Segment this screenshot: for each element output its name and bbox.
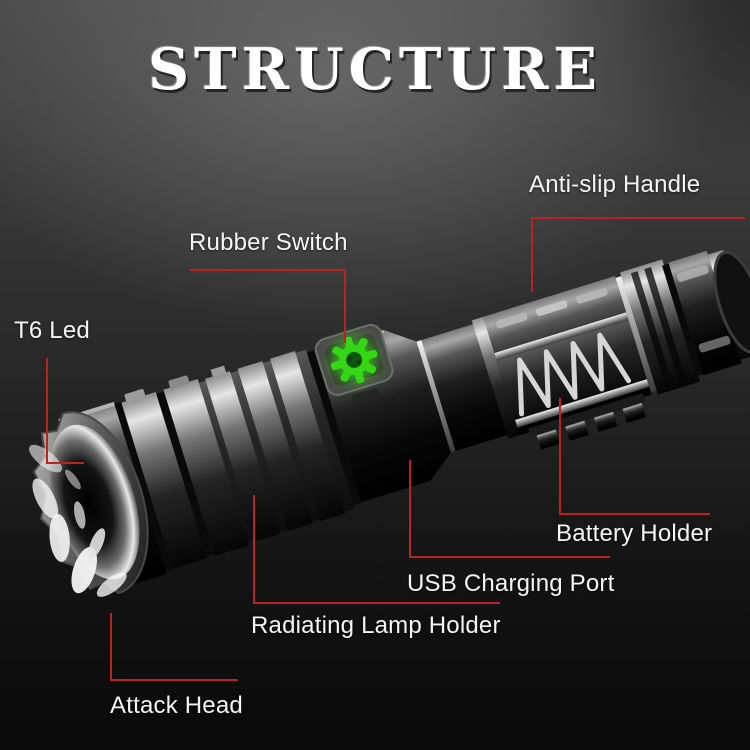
leader-radiating-lamp-holder	[253, 495, 500, 604]
leader-attack-head	[110, 613, 238, 681]
leader-rubber-switch	[190, 269, 346, 343]
head-notch	[168, 375, 190, 389]
battery-slot	[644, 267, 687, 384]
label-radiating-lamp-holder: Radiating Lamp Holder	[251, 612, 501, 639]
groove	[156, 391, 215, 557]
leader-anti-slip-handle	[531, 217, 745, 292]
neck-ring	[416, 340, 456, 453]
head-notch	[124, 389, 146, 403]
tail-slot	[676, 265, 709, 282]
groove	[662, 263, 704, 377]
leader-t6-led	[46, 358, 84, 464]
groove	[306, 350, 362, 506]
handle-rail-top	[494, 312, 629, 361]
bezel-scallop-highlights	[28, 444, 127, 597]
head-ring	[163, 379, 250, 556]
leader-usb-charging-port	[409, 460, 610, 558]
handle-slot	[576, 287, 608, 304]
label-battery-holder: Battery Holder	[556, 520, 713, 547]
label-t6-led: T6 Led	[14, 317, 90, 344]
gear-icon	[330, 336, 378, 384]
radiating-fin	[205, 371, 281, 542]
head-ring	[121, 392, 208, 569]
label-rubber-switch: Rubber Switch	[189, 229, 348, 256]
label-attack-head: Attack Head	[110, 692, 243, 719]
switch-indicator-slot	[351, 388, 379, 404]
leader-battery-holder	[559, 398, 710, 515]
page-title: STRUCTURE	[148, 36, 602, 103]
leader-lines	[46, 217, 745, 681]
anti-slip-chevrons	[517, 332, 632, 417]
radiating-fin	[270, 351, 346, 522]
handle-slot	[495, 312, 528, 329]
battery-slot	[630, 271, 674, 388]
tail-slot	[698, 335, 731, 353]
mount-rail-teeth	[536, 402, 647, 450]
groove	[114, 401, 174, 572]
reflector-glints	[64, 469, 106, 559]
clamp-ring	[471, 316, 520, 439]
label-anti-slip-handle: Anti-slip Handle	[529, 171, 701, 198]
battery-ring-edge	[615, 276, 657, 393]
taper	[383, 329, 451, 481]
head-notch	[210, 365, 227, 378]
label-usb-charging-port: USB Charging Port	[407, 570, 615, 597]
flashlight-body	[28, 249, 750, 597]
handle-slot	[535, 300, 568, 316]
handle-rail-bottom	[515, 379, 650, 428]
mount-rail	[528, 393, 646, 438]
tail-end-face	[713, 250, 750, 354]
radiating-fin	[237, 361, 313, 532]
